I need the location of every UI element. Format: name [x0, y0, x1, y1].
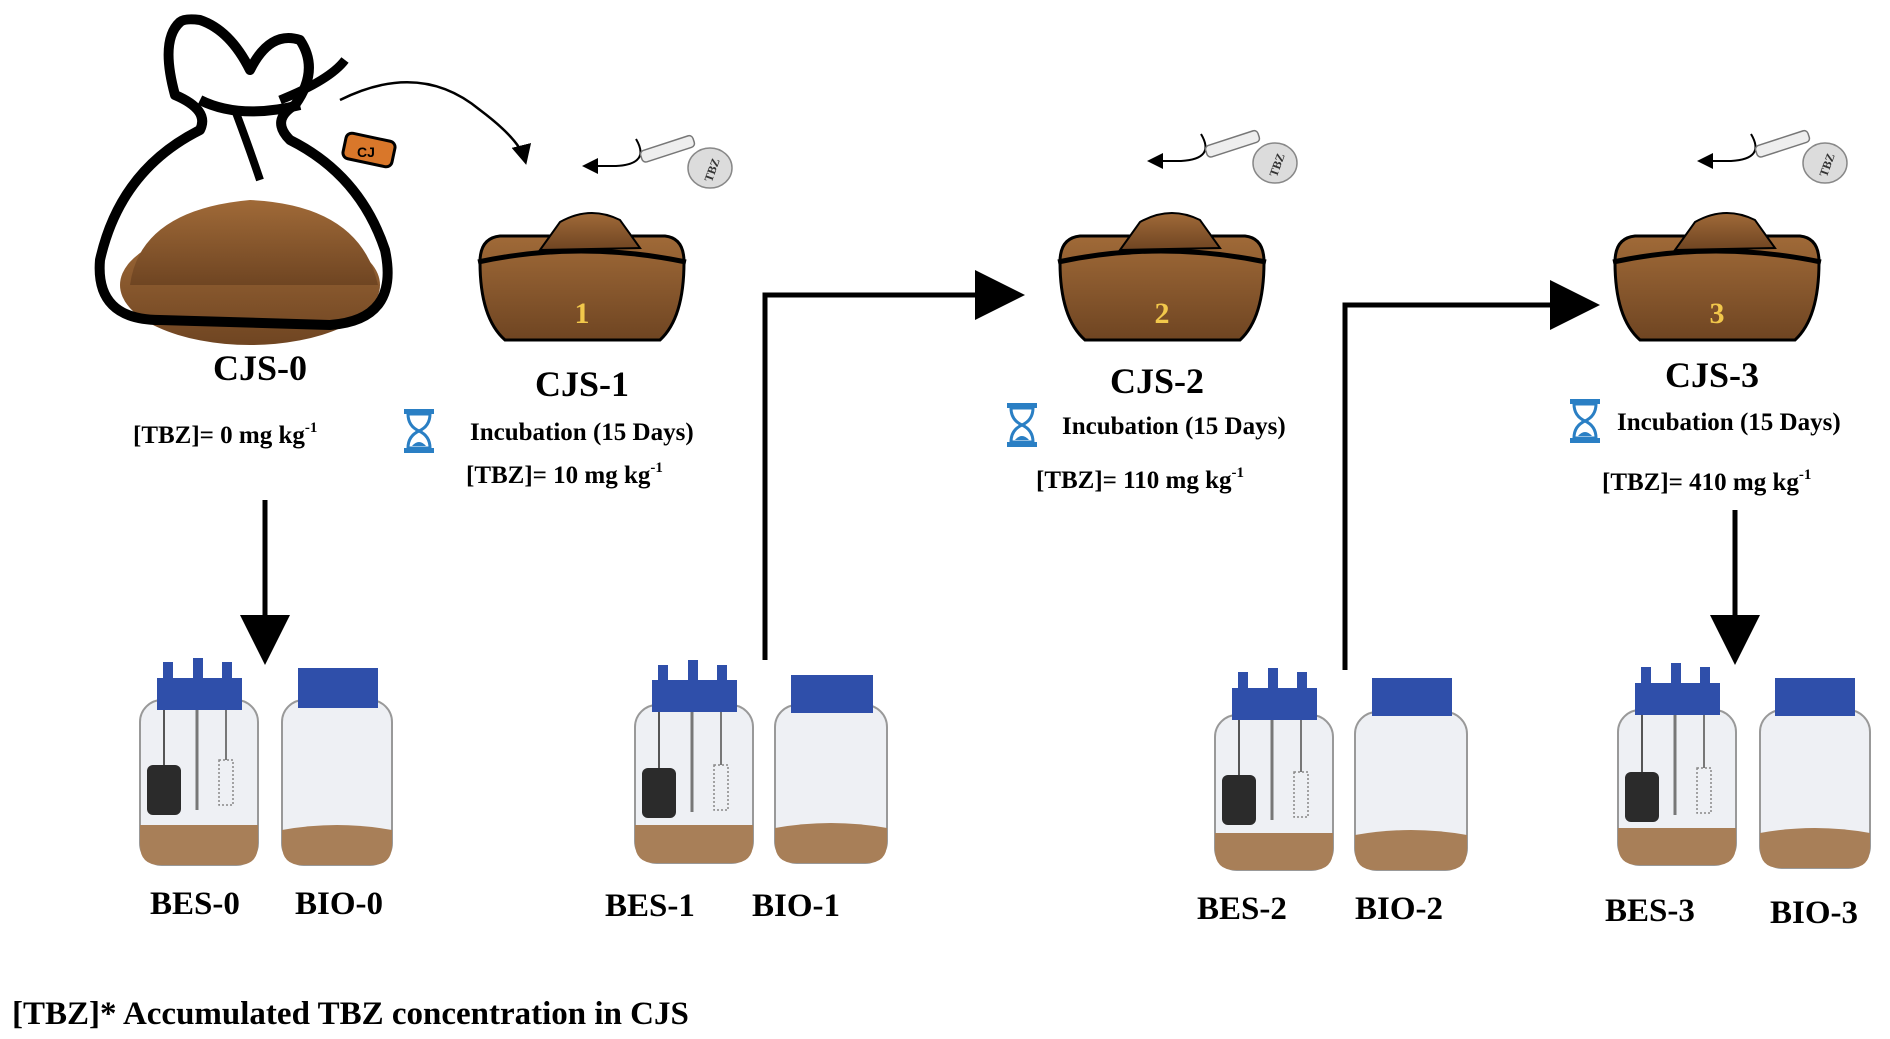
tbz-flask-icon: TBZ — [582, 134, 733, 189]
arrow-cjs2-to-cjs3 — [1342, 280, 1600, 670]
bes-reactor-icon — [139, 658, 259, 866]
reactor-label-bio: BIO-2 — [1355, 891, 1444, 927]
stage-title-cjs-0: CJS-0 — [213, 348, 308, 388]
hourglass-icon — [404, 409, 434, 453]
footnote: [TBZ]* Accumulated TBZ concentration in … — [12, 996, 689, 1032]
bes-reactor-icon — [1214, 668, 1334, 871]
reactor-label-bes: BES-0 — [150, 886, 240, 922]
bes-reactor-icon — [634, 660, 754, 864]
bag-tag-text: CJ — [357, 144, 375, 160]
reactor-label-bes: BES-1 — [605, 888, 695, 924]
pan-number: 1 — [575, 297, 590, 330]
hourglass-icon — [1007, 403, 1037, 447]
bio-reactor-icon — [1354, 678, 1468, 871]
soil-pan-2: 2 — [1057, 211, 1267, 342]
arrow-cjs1-to-cjs2 — [762, 270, 1025, 660]
flow-arrows — [240, 270, 1760, 670]
stage-title-cjs-2: CJS-2 — [1110, 361, 1205, 401]
stage-title-cjs-1: CJS-1 — [535, 364, 630, 404]
bes-reactor-icon — [1617, 663, 1737, 866]
reactor-label-bio: BIO-3 — [1770, 895, 1859, 931]
bio-reactor-icon — [281, 668, 393, 866]
tbz-concentration: [TBZ]= 0 mg kg-1 — [133, 420, 318, 449]
soil-bag-icon: CJ — [94, 14, 397, 345]
pan-number: 3 — [1710, 297, 1725, 330]
bio-reactor-icon — [774, 675, 888, 864]
incubation-label: Incubation (15 Days) — [470, 419, 694, 446]
stage-title-cjs-3: CJS-3 — [1665, 355, 1760, 395]
tbz-flask-icon: TBZ — [1147, 129, 1298, 184]
hourglass-icon — [1570, 399, 1600, 443]
bio-reactor-icon — [1759, 678, 1871, 869]
reactor-label-bio: BIO-0 — [295, 886, 384, 922]
pan-number: 2 — [1155, 297, 1170, 330]
incubation-label: Incubation (15 Days) — [1617, 409, 1841, 436]
tbz-concentration: [TBZ]= 110 mg kg-1 — [1036, 465, 1245, 494]
soil-pan-3: 3 — [1612, 211, 1822, 342]
transfer-arrow — [339, 80, 532, 165]
reactor-label-bes: BES-2 — [1197, 891, 1287, 927]
reactor-label-bio: BIO-1 — [752, 888, 841, 924]
tbz-flask-icon: TBZ — [1697, 129, 1848, 184]
soil-pan-1: 1 — [477, 211, 687, 342]
tbz-concentration: [TBZ]= 410 mg kg-1 — [1602, 467, 1812, 496]
tbz-concentration: [TBZ]= 10 mg kg-1 — [466, 460, 663, 489]
reactor-label-bes: BES-3 — [1605, 893, 1695, 929]
incubation-label: Incubation (15 Days) — [1062, 413, 1286, 440]
